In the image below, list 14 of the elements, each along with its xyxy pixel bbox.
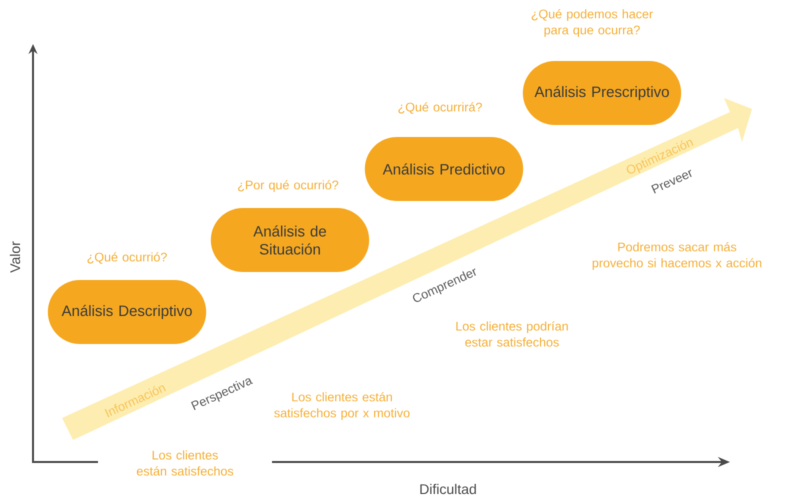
analysis-pill: Análisis de Situación	[210, 208, 370, 272]
outcome-text: Los clientes están satisfechos	[136, 450, 234, 476]
question-text: ¿Qué ocurrirá?	[398, 102, 482, 114]
analysis-pill: Análisis Prescriptivo	[522, 61, 682, 125]
axis-label: Valor	[10, 241, 20, 273]
analysis-pill: Análisis Descriptivo	[48, 280, 206, 344]
question-text: ¿Por qué ocurrió?	[238, 180, 338, 192]
axis-label: Dificultad	[420, 484, 476, 494]
analysis-pill: Análisis Predictivo	[364, 137, 524, 201]
question-text: ¿Qué podemos hacer para que ocurra?	[532, 9, 653, 37]
outcome-text: Podremos sacar más provecho si hacemos x acción	[592, 242, 762, 270]
outcome-text: Los clientes están satisfechos por x motivo	[274, 392, 410, 420]
question-text: ¿Qué ocurrió?	[88, 252, 167, 264]
outcome-text: Los clientes podrían estar satisfechos	[456, 321, 568, 347]
